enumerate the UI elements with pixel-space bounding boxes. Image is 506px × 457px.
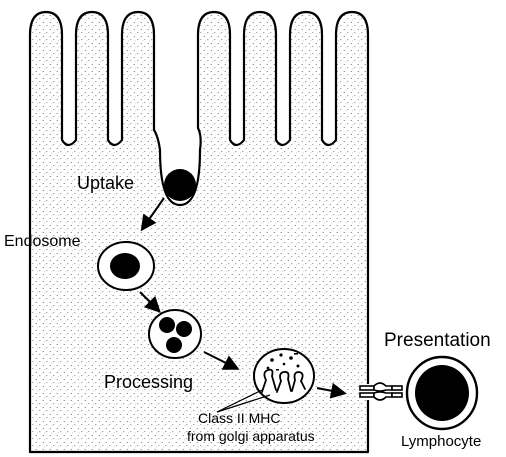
lymphocyte-label: Lymphocyte: [401, 434, 481, 449]
fragment: [166, 337, 182, 353]
fusion-vesicle: [254, 349, 314, 403]
golgi-label: from golgi apparatus: [187, 429, 315, 443]
endosome-particle: [110, 253, 140, 279]
presentation-label: Presentation: [384, 331, 491, 350]
cell-body: [30, 12, 368, 452]
processing-label: Processing: [104, 373, 193, 391]
uptake-particle: [164, 169, 196, 201]
fragment: [159, 317, 175, 333]
lymphocyte-nucleus: [415, 365, 469, 421]
endosome-label: Endosome: [4, 234, 81, 250]
uptake-label: Uptake: [77, 174, 134, 192]
class-ii-mhc-label: Class II MHC: [198, 411, 280, 425]
fragment: [176, 321, 192, 337]
